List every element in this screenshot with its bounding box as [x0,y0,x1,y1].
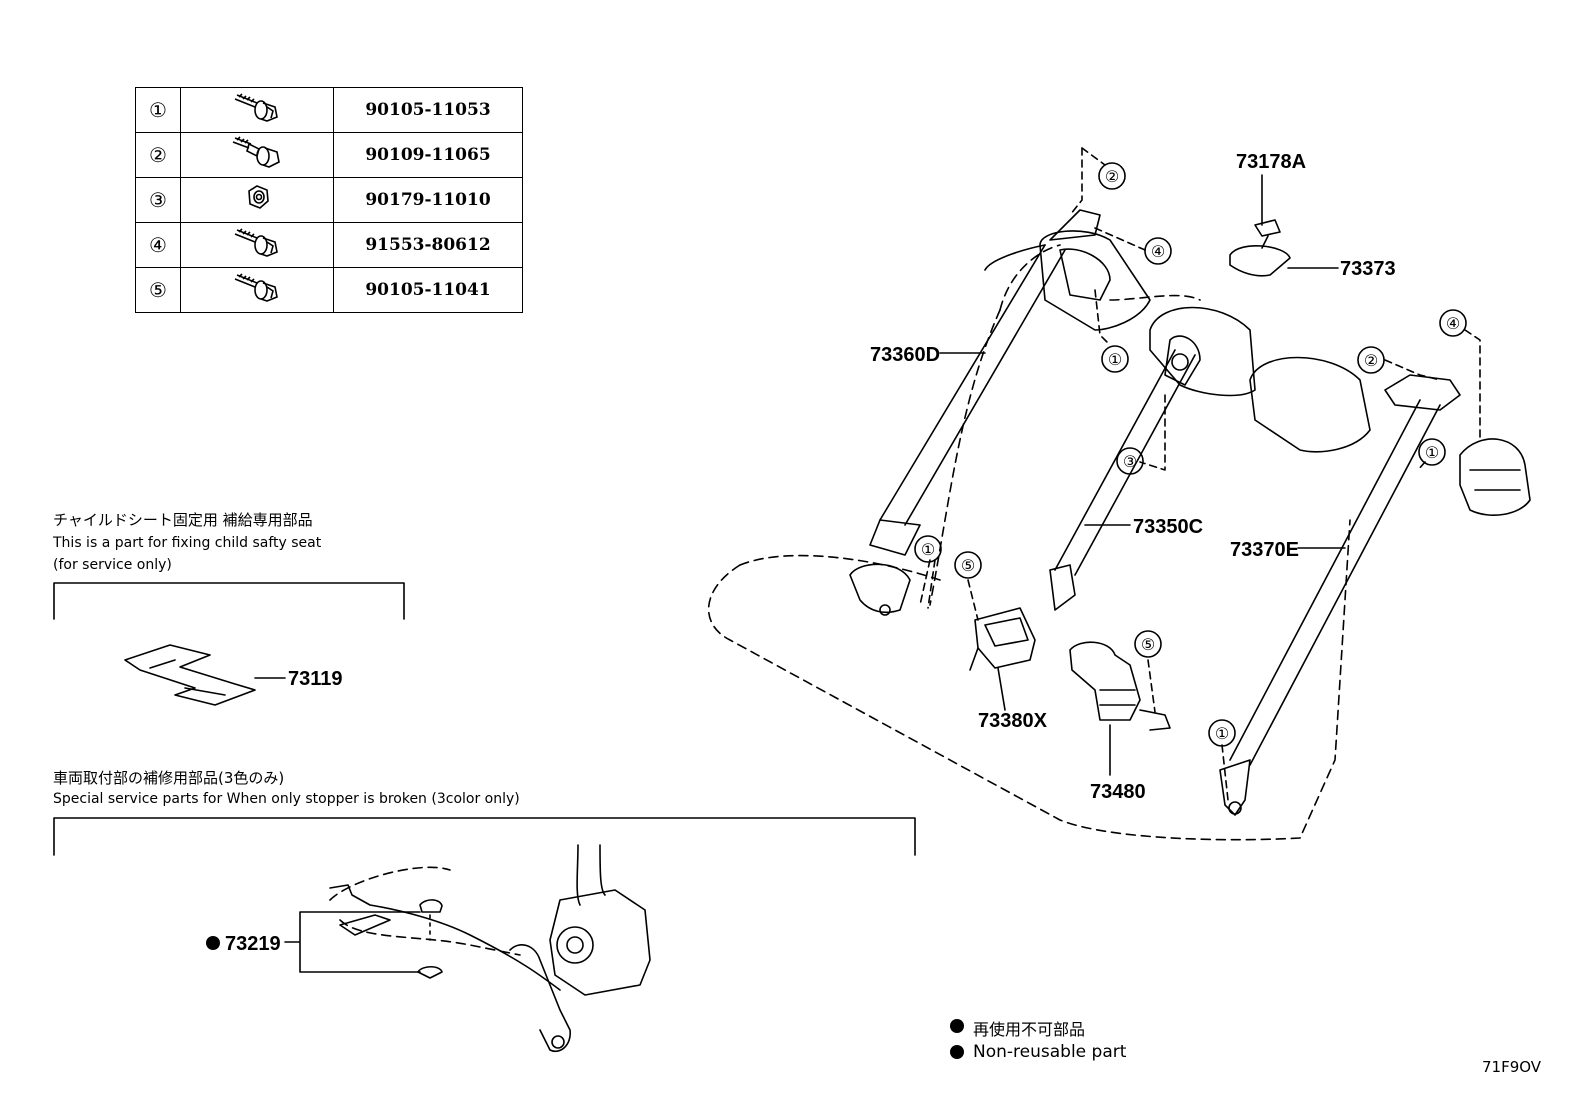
legend-en: Non-reusable part [973,1042,1127,1062]
label-73350C: 73350C [1133,516,1203,538]
shoulder-bolt-icon [180,132,334,178]
label-73219: 73219 [225,933,281,955]
belt-plate-73360D [869,519,921,556]
callout-5: ⑤ [1141,635,1155,654]
label-73360D: 73360D [870,344,940,366]
part-number: 90179-11010 [333,177,523,223]
ref-number: ② [135,132,181,178]
flange-bolt-icon [180,267,334,313]
part-number: 91553-80612 [333,222,523,268]
headrest-left [1039,230,1151,331]
seat-cushion-outline [707,519,1351,841]
callout-2: ② [1364,351,1378,370]
retractor-stopper-view [549,889,651,996]
belt-73370E [1229,399,1441,766]
child-seat-note-service: (for service only) [53,557,172,573]
table-row: ① 90105-11053 [135,87,523,133]
flange-bolt-icon [180,87,334,133]
ref-number: ① [135,87,181,133]
part-number: 90109-11065 [333,132,523,178]
cover-73373 [1229,244,1291,277]
retractor-center [1164,335,1201,386]
legend-bullet [950,1019,964,1033]
callout-3: ③ [1123,452,1137,471]
hex-nut-icon [180,177,334,223]
belt-73360D [879,244,1066,526]
child-seat-note-en: This is a part for fixing child safty se… [53,535,322,551]
part-number: 90105-11053 [333,87,523,133]
buckle-73480 [1069,641,1141,721]
label-73178A: 73178A [1236,151,1306,173]
callout-1: ① [1215,724,1229,743]
part-number: 90105-11041 [333,267,523,313]
label-73370E: 73370E [1230,539,1299,561]
stopper-bracket [53,817,916,856]
stopper-cap-bottom [417,965,443,979]
retractor-right [1459,438,1531,516]
child-seat-part-73119 [124,644,256,706]
stopper-note-jp: 車両取付部の補修用部品(3色のみ) [53,769,285,787]
callout-2: ② [1105,167,1119,186]
fastener-table: ① 90105-11053 ② 90109-11065 ③ 90179-1101… [135,87,523,313]
seatback-outline-left [929,309,1001,606]
callout-4: ④ [1446,314,1460,333]
child-seat-note-jp: チャイルドシート固定用 補給専用部品 [53,511,313,529]
non-reusable-marker [206,936,220,950]
legend-jp: 再使用不可部品 [973,1020,1086,1039]
legend-bullet [950,1045,964,1059]
callout-4: ④ [1151,242,1165,261]
stopper-note-en: Special service parts for When only stop… [53,791,520,807]
label-73119: 73119 [288,668,343,690]
child-seat-bracket [53,582,405,620]
callout-1: ① [1425,443,1439,462]
label-73373: 73373 [1340,258,1396,280]
stopper-cap-top [419,899,443,913]
belt-73350C [1054,349,1196,576]
table-row: ⑤ 90105-11041 [135,267,523,313]
label-73380X: 73380X [978,710,1048,732]
diagram-code: 71F9OV [1482,1058,1542,1076]
table-row: ② 90109-11065 [135,132,523,178]
ref-number: ⑤ [135,267,181,313]
headrest-right [1249,356,1371,453]
clip-73178A [1254,219,1281,237]
callout-5: ⑤ [961,556,975,575]
callout-1: ① [921,540,935,559]
label-73480: 73480 [1090,781,1146,803]
buckle-73380X [974,607,1036,669]
callout-1: ① [1108,350,1122,369]
table-row: ③ 90179-11010 [135,177,523,223]
ref-number: ③ [135,177,181,223]
headrest-center [1149,306,1256,397]
